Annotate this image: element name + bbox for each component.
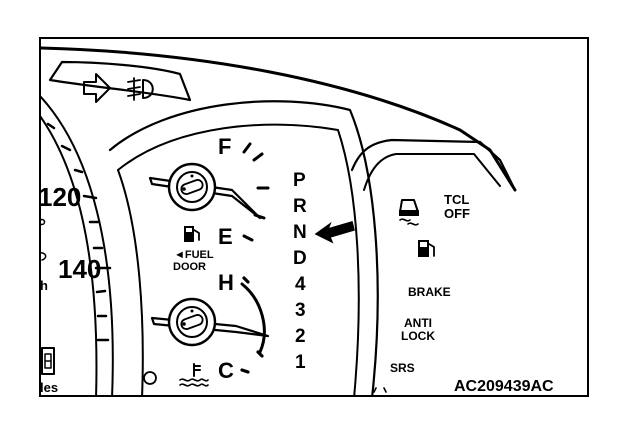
odometer-digit-box (41, 347, 55, 375)
figure-id-label: AC209439AC (454, 378, 554, 395)
coolant-temperature-icon (179, 363, 209, 387)
front-fog-light-icon (127, 77, 154, 101)
speedometer-ring-outer (41, 95, 114, 395)
fuel-door-label-line1: ◄FUEL (174, 249, 214, 261)
speedometer-ticks (46, 122, 112, 342)
gear-position-1: 1 (295, 352, 306, 373)
fuel-full-label: F (218, 134, 231, 159)
fuel-empty-label: E (218, 224, 233, 249)
tcl-off-label-line2: OFF (444, 206, 470, 221)
gear-position-4: 4 (295, 274, 306, 295)
fuel-gauge (148, 142, 270, 242)
speed-mark-120: 120 (38, 182, 81, 212)
fuel-pump-icon (184, 226, 200, 242)
speed-unit-fragment: h (40, 278, 48, 293)
indicator-pod (48, 60, 192, 102)
warning-lamp-pod (350, 138, 517, 192)
fuel-door-label-line2: DOOR (173, 261, 206, 273)
figure-frame (39, 37, 589, 397)
speed-mark-140: 140 (58, 254, 101, 284)
speed-dot-1 (41, 218, 46, 226)
cluster-housing-outline (41, 46, 517, 192)
speed-swirl (41, 252, 47, 261)
center-dial-outer (108, 100, 379, 395)
gear-position-2: 2 (295, 326, 306, 347)
tcl-off-label-line1: TCL (444, 192, 469, 207)
srs-warning-label: SRS (390, 361, 415, 375)
center-dial-base (117, 169, 144, 395)
speedometer-ring-inner (41, 115, 98, 395)
low-fuel-warning-icon (418, 240, 435, 257)
partial-icon-bottom (373, 387, 387, 393)
arrow-right-icon (83, 73, 111, 103)
gear-pointer-arrow (314, 221, 355, 244)
center-dial-inner (117, 123, 360, 395)
gear-position-n: N (293, 222, 307, 243)
gear-position-p: P (293, 170, 306, 191)
anti-lock-label-line1: ANTI (404, 316, 432, 330)
temp-hot-label: H (218, 270, 234, 295)
gear-position-r: R (293, 196, 307, 217)
indicator-lamp-small (143, 371, 157, 385)
anti-lock-label-line2: LOCK (401, 329, 435, 343)
warning-lamp-pod-inner (363, 153, 501, 191)
odometer-unit-fragment: les (40, 380, 58, 395)
gear-position-d: D (293, 248, 307, 269)
temp-cold-label: C (218, 358, 234, 383)
brake-warning-label: BRAKE (408, 285, 451, 299)
gear-position-3: 3 (295, 300, 306, 321)
temperature-gauge (150, 276, 270, 374)
traction-control-icon (399, 199, 419, 226)
